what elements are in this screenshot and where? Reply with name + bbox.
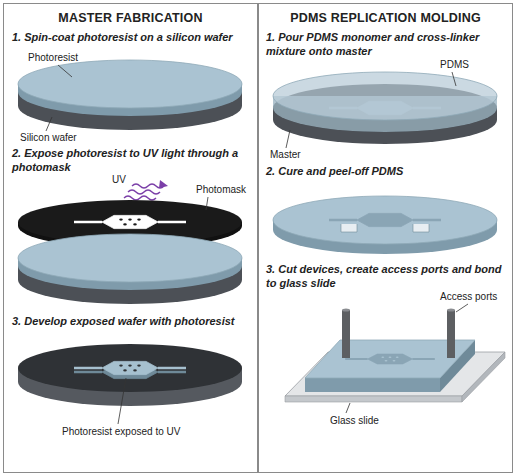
leader-line xyxy=(206,197,208,210)
leader-line xyxy=(46,117,52,131)
leader-line xyxy=(118,378,126,424)
panel-heading: PDMS REPLICATION MOLDING xyxy=(259,11,512,25)
part-label: PDMS xyxy=(440,59,469,71)
leader-line xyxy=(286,130,290,148)
step-title: 1. Pour PDMS monomer and cross-linker mi… xyxy=(266,30,504,58)
panel-heading: MASTER FABRICATION xyxy=(4,11,257,25)
step-title: 3. Develop exposed wafer with photoresis… xyxy=(12,314,252,328)
panel: MASTER FABRICATION xyxy=(3,3,258,473)
step-title: 1. Spin-coat photoresist on a silicon wa… xyxy=(12,30,252,44)
access-port-tube xyxy=(342,308,455,358)
part-label: Glass slide xyxy=(330,415,379,427)
part-label: Photoresist exposed to UV xyxy=(62,426,180,438)
part-label: Access ports xyxy=(440,291,497,303)
developed-wafer xyxy=(18,344,242,406)
leader-line xyxy=(452,72,456,86)
leader-line xyxy=(346,403,350,413)
part-label: Master xyxy=(270,149,301,161)
leader-line xyxy=(58,65,72,77)
part-label: Photoresist xyxy=(28,52,78,64)
cured-pdms-slab xyxy=(273,196,497,254)
part-label: UV xyxy=(112,174,126,186)
part-label: Silicon wafer xyxy=(20,132,77,144)
wafer-with-resist xyxy=(18,60,242,130)
master-with-pdms xyxy=(273,72,497,144)
step-title: 3. Cut devices, create access ports and … xyxy=(266,262,506,290)
leader-line xyxy=(456,304,468,312)
wafer-with-resist xyxy=(18,234,242,304)
part-label: Photomask xyxy=(196,184,246,196)
panel: PDMS REPLICATION MOLDING xyxy=(258,3,513,473)
uv-rays xyxy=(124,180,168,200)
step-title: 2. Expose photoresist to UV light throug… xyxy=(12,146,250,174)
step-title: 2. Cure and peel-off PDMS xyxy=(266,164,506,178)
